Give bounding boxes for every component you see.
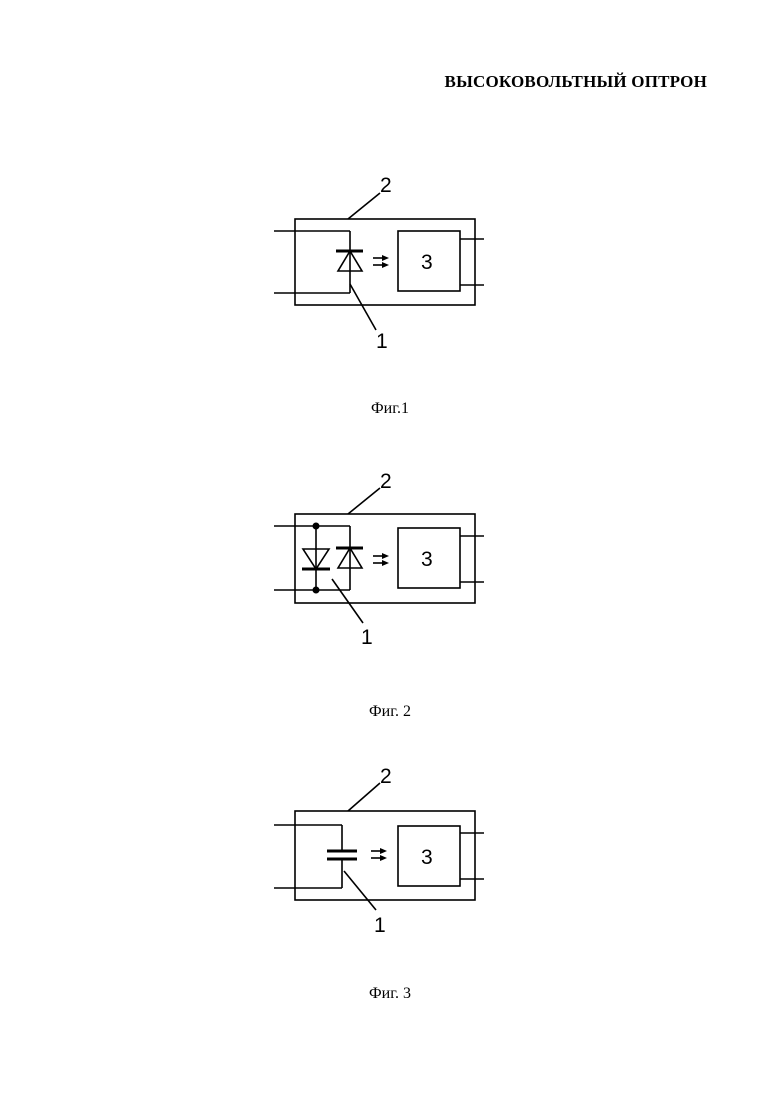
- ref-numeral-3: 3: [421, 548, 433, 571]
- ref-numeral-1: 1: [376, 330, 388, 353]
- input-leads: [274, 526, 350, 590]
- capacitor-emitter-symbol: [327, 851, 357, 859]
- figure-2-caption: Фиг. 2: [0, 703, 780, 721]
- figure-3-caption: Фиг. 3: [0, 985, 780, 1003]
- ref-numeral-2: 2: [380, 470, 392, 493]
- output-leads: [460, 536, 484, 582]
- ref-numeral-2: 2: [380, 765, 392, 788]
- leader-line-1: [344, 871, 376, 910]
- figure-2-diagram: 2 1 3: [270, 468, 520, 648]
- figure-3-diagram: 2 1 3: [270, 763, 520, 943]
- input-leads: [274, 825, 342, 888]
- leader-line-2: [348, 193, 380, 219]
- figure-1-diagram: 2 1 3: [270, 172, 520, 352]
- ref-numeral-3: 3: [421, 251, 433, 274]
- ref-numeral-1: 1: [374, 914, 386, 937]
- output-leads: [460, 239, 484, 285]
- leader-line-2: [348, 783, 380, 811]
- light-emission-arrows: [373, 255, 389, 268]
- optocoupler-housing: [295, 219, 475, 305]
- leader-line-2: [348, 488, 380, 514]
- ref-numeral-1: 1: [361, 626, 373, 649]
- protection-diode-symbol: [302, 523, 330, 594]
- document-title: ВЫСОКОВОЛЬТНЫЙ ОПТРОН: [445, 72, 707, 92]
- figure-1-caption: Фиг.1: [0, 400, 780, 418]
- leader-line-1: [350, 284, 376, 330]
- light-emission-arrows: [371, 848, 387, 861]
- leader-line-1: [332, 579, 363, 623]
- input-leads: [274, 231, 350, 293]
- light-emission-arrows: [373, 553, 389, 566]
- ref-numeral-2: 2: [380, 174, 392, 197]
- output-leads: [460, 833, 484, 879]
- ref-numeral-3: 3: [421, 846, 433, 869]
